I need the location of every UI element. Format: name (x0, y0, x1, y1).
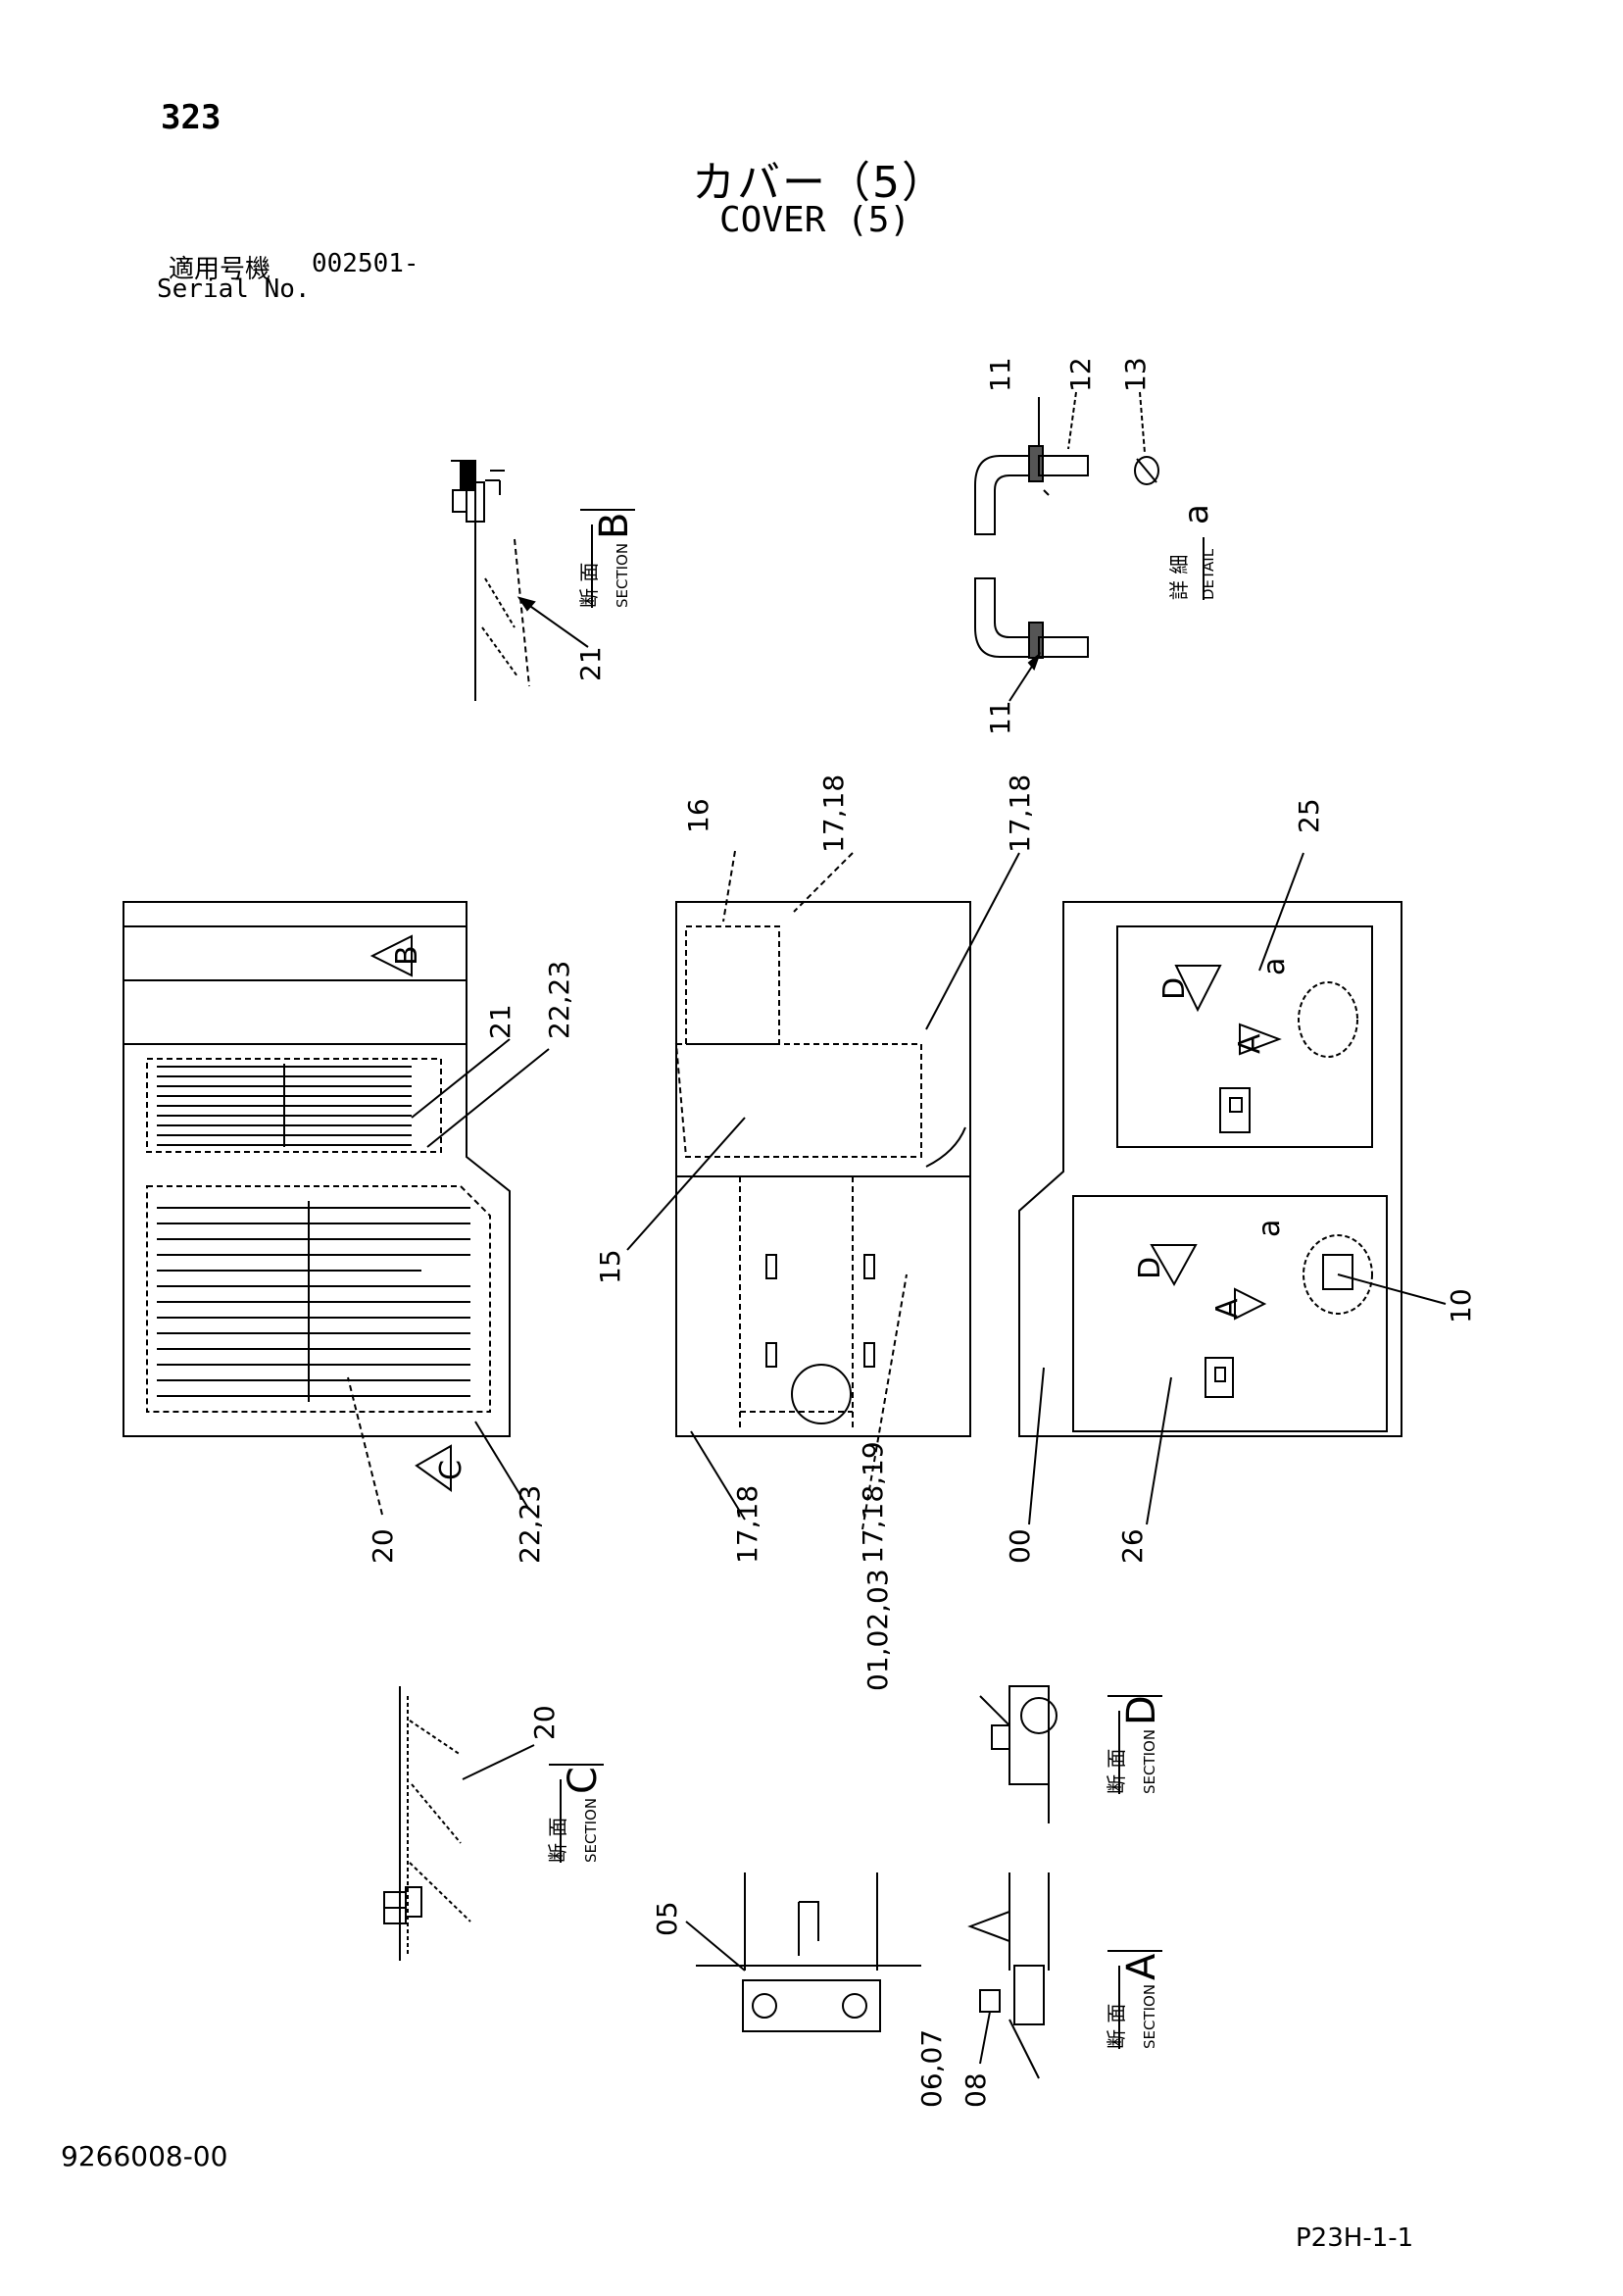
callout-21-left: 21 (484, 1004, 516, 1039)
callout-01-02-03: 01,02,03 (861, 1569, 894, 1691)
section-c-en: SECTION (582, 1798, 600, 1863)
section-d-label (1107, 1695, 1162, 1794)
document-number: 9266008-00 (61, 2140, 228, 2172)
section-c-jp: 断 面 (546, 1818, 569, 1863)
callout-12: 12 (1064, 357, 1097, 392)
center-frame-view (626, 850, 1020, 1530)
callout-20-left: 20 (367, 1528, 399, 1564)
serial-label-english: Serial No. (157, 275, 311, 304)
detail-a-letter: a (1177, 504, 1216, 524)
section-b-label (580, 509, 635, 608)
marker-b: B (390, 945, 424, 966)
marker-a-lower: A (1210, 1298, 1245, 1319)
marker-d-lower: D (1133, 1257, 1167, 1279)
callout-08: 08 (959, 2072, 992, 2108)
section-b-en: SECTION (614, 543, 631, 608)
section-b-detail (451, 460, 589, 701)
section-a-letter: A (1119, 1953, 1164, 1980)
callout-21-section-b: 21 (574, 646, 607, 681)
section-d-detail (979, 1685, 1057, 1823)
handle-detail-a (974, 391, 1159, 702)
callout-06-07: 06,07 (915, 2029, 948, 2108)
section-d-jp: 断 面 (1105, 1749, 1128, 1794)
marker-a-letter-lower: a (1253, 1220, 1287, 1237)
section-c-detail (383, 1686, 535, 1961)
section-b-jp: 断 面 (577, 563, 601, 608)
left-cover-view (123, 901, 550, 1516)
callout-17-18-19: 17,18,19 (857, 1441, 889, 1564)
right-door-view (1018, 852, 1447, 1525)
section-d-letter: D (1119, 1695, 1164, 1725)
marker-d-upper: D (1157, 977, 1192, 1000)
callout-16: 16 (682, 798, 714, 833)
section-a-jp: 断 面 (1105, 2004, 1128, 2049)
callout-22-23-top: 22,23 (543, 961, 575, 1039)
callout-25: 25 (1293, 798, 1325, 833)
callout-10: 10 (1445, 1288, 1477, 1323)
section-c-label (549, 1764, 604, 1863)
callout-17-18-top-b: 17,18 (1004, 774, 1036, 853)
serial-value: 002501- (312, 249, 419, 278)
callout-11-bottom: 11 (984, 700, 1016, 735)
sheet-code: P23H-1-1 (1296, 2223, 1414, 2253)
section-a-detail (685, 1872, 1050, 2079)
section-b-letter: B (592, 513, 637, 539)
callout-17-18-bottom: 17,18 (731, 1485, 763, 1564)
serial-label-japanese: 適用号機 (169, 255, 271, 284)
marker-a-upper: A (1233, 1033, 1267, 1054)
marker-c: C (434, 1460, 468, 1480)
callout-22-23-bottom: 22,23 (514, 1485, 546, 1564)
callout-05: 05 (651, 1901, 683, 1936)
page-number: 323 (161, 98, 221, 137)
callout-00: 00 (1004, 1528, 1036, 1564)
title-japanese: カバー（5） (692, 158, 947, 208)
detail-a-jp: 詳 細 (1167, 555, 1191, 600)
marker-a-letter-upper: a (1257, 958, 1292, 975)
detail-a-en: DETAIL (1200, 548, 1217, 600)
section-a-label (1107, 1950, 1162, 2049)
title-english: COVER (5) (719, 200, 911, 240)
callout-11-top: 11 (984, 357, 1016, 392)
callout-17-18-top-a: 17,18 (817, 774, 850, 853)
section-d-en: SECTION (1141, 1729, 1158, 1794)
callout-26: 26 (1116, 1528, 1149, 1564)
section-a-en: SECTION (1141, 1984, 1158, 2049)
section-c-letter: C (561, 1767, 606, 1794)
callout-13: 13 (1119, 357, 1152, 392)
callout-20-section-c: 20 (528, 1705, 561, 1740)
callout-15: 15 (594, 1249, 626, 1284)
